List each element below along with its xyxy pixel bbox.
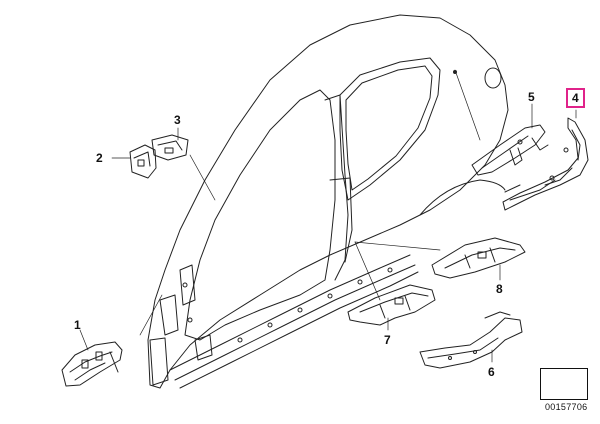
callout-5: 5 (528, 90, 535, 104)
part-7-floor-bracket (347, 284, 436, 326)
callout-8: 8 (496, 282, 503, 296)
callout-1: 1 (74, 318, 81, 332)
part-1-bracket (61, 341, 123, 387)
side-panel-body (147, 14, 509, 389)
part-3-reinforcement (151, 134, 189, 161)
view-indicator-box (540, 368, 588, 400)
part-2-bracket (129, 144, 157, 179)
document-number: 00157706 (545, 402, 588, 412)
part-6-floor-rail (419, 311, 523, 369)
callout-7: 7 (384, 333, 391, 347)
leader-lines (79, 69, 577, 363)
part-5-bracket (471, 124, 556, 201)
callout-6: 6 (488, 365, 495, 379)
callout-2: 2 (96, 151, 103, 165)
callout-4: 4 (566, 88, 585, 108)
callout-3: 3 (174, 113, 181, 127)
part-8-crossmember (431, 237, 526, 279)
